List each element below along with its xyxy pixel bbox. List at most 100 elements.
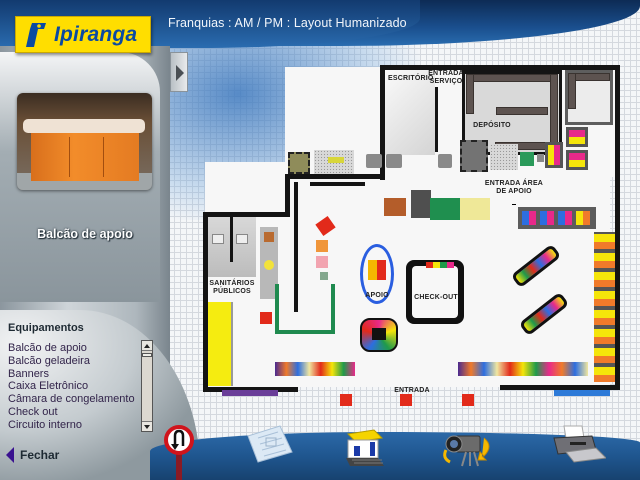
green-unit xyxy=(520,152,534,166)
back-counter xyxy=(314,150,354,174)
yellow-unit xyxy=(328,157,344,163)
wall xyxy=(230,217,233,262)
photo-door xyxy=(103,137,104,177)
yellow-wall-panel xyxy=(208,302,233,386)
crate-rack xyxy=(566,127,588,147)
red-bin xyxy=(260,312,272,324)
kitchen-unit xyxy=(264,232,274,242)
label-entrada: ENTRADA xyxy=(394,387,430,394)
list-item[interactable]: Check out xyxy=(8,405,58,418)
return-button[interactable] xyxy=(164,424,194,480)
ice-machine xyxy=(288,152,310,174)
ipiranga-logo: Ipiranga xyxy=(15,16,151,53)
gray-box xyxy=(366,154,382,168)
photo-counter-top xyxy=(23,119,145,133)
office-room xyxy=(385,70,435,155)
cooler xyxy=(411,190,431,218)
blueprint-icon xyxy=(247,425,293,463)
storage-shelf xyxy=(466,74,474,114)
wall xyxy=(380,65,385,180)
printer-icon xyxy=(553,425,608,463)
front-display xyxy=(458,362,588,376)
3d-room-icon xyxy=(346,429,384,466)
back-triangle-icon xyxy=(6,447,14,463)
ipiranga-mark-icon xyxy=(26,23,46,47)
crate-rack xyxy=(545,142,563,168)
blue-mat xyxy=(554,390,610,396)
orange-fixture xyxy=(316,240,328,252)
storage-shelf xyxy=(496,107,548,115)
equipment-photo xyxy=(17,93,152,190)
rack-cell xyxy=(576,211,590,225)
blueprint-button[interactable] xyxy=(244,424,294,464)
close-button[interactable]: Fechar xyxy=(6,446,59,464)
sink-icon xyxy=(236,234,248,244)
logo-text: Ipiranga xyxy=(54,23,138,46)
label-deposito: DEPÓSITO xyxy=(473,122,511,129)
gondola-center xyxy=(372,328,386,340)
label-entrada-apoio: ENTRADA ÁREA DE APOIO xyxy=(484,180,544,195)
list-item[interactable]: Balcão de apoio xyxy=(8,342,87,354)
apoio-counter[interactable] xyxy=(368,260,386,280)
panel-toggle-button[interactable] xyxy=(170,52,188,92)
entry-pillar xyxy=(400,394,412,406)
checkout-inner xyxy=(412,266,458,318)
rack-cell xyxy=(540,211,554,225)
wall xyxy=(435,87,438,152)
page-title: Franquias : AM / PM : Layout Humanizado xyxy=(168,16,407,30)
rack-cell xyxy=(522,211,536,225)
counter xyxy=(490,144,518,170)
kitchen-unit xyxy=(264,260,274,270)
return-sign-icon xyxy=(164,425,194,480)
list-item[interactable]: Caixa Eletrônico xyxy=(8,380,89,393)
cold-room-shelf xyxy=(568,73,576,109)
purple-mat xyxy=(222,390,278,396)
storage-shelf xyxy=(466,74,556,82)
wall xyxy=(203,212,290,217)
3d-room-button[interactable] xyxy=(344,428,384,468)
wall xyxy=(285,174,290,214)
rack-cell xyxy=(558,211,572,225)
pink-fixture xyxy=(316,256,328,268)
gray-unit xyxy=(537,154,544,162)
label-sanitarios: SANITÁRIOS PÚBLICOS xyxy=(209,280,255,295)
photo-door xyxy=(69,137,70,177)
crate-rack xyxy=(566,150,588,170)
video-camera-icon xyxy=(443,435,490,467)
checkout-products xyxy=(426,262,454,268)
list-item[interactable]: Câmara de congelamento xyxy=(8,393,135,406)
label-checkout: CHECK-OUT xyxy=(414,294,458,301)
wall xyxy=(500,385,620,390)
list-item[interactable]: Banners xyxy=(8,367,49,380)
front-display xyxy=(275,362,355,376)
equipment-list: Balcão de apoio Balcão geladeira Banners… xyxy=(8,342,138,430)
wall-coolers xyxy=(594,232,615,382)
print-button[interactable] xyxy=(552,424,608,464)
scroll-thumb[interactable] xyxy=(142,353,152,357)
list-item[interactable]: Circuito interno xyxy=(8,418,82,430)
video-button[interactable] xyxy=(440,428,496,468)
label-escritorio: ESCRITÓRIO xyxy=(388,75,434,82)
entry-pillar xyxy=(340,394,352,406)
storage-shelf xyxy=(550,74,558,149)
photo-caption: Balcão de apoio xyxy=(37,227,133,241)
scroll-down-arrow-icon[interactable] xyxy=(142,421,152,431)
scroll-up-arrow-icon[interactable] xyxy=(142,341,152,351)
freezer xyxy=(460,140,488,172)
label-apoio: APOIO xyxy=(365,292,389,299)
list-item[interactable]: Balcão geladeira xyxy=(8,354,90,367)
label-entrada-servico: ENTRADA SERVIÇO xyxy=(428,70,464,85)
wall xyxy=(380,65,620,70)
brown-fixture xyxy=(384,198,406,216)
apoio-highlight[interactable] xyxy=(360,244,394,304)
wall xyxy=(203,212,208,392)
wall xyxy=(294,182,298,312)
wall xyxy=(310,182,365,186)
cold-display xyxy=(430,198,490,220)
wall xyxy=(615,65,620,390)
wall xyxy=(203,387,298,392)
equipment-scrollbar[interactable] xyxy=(141,340,153,432)
equipment-title: Equipamentos xyxy=(8,322,84,334)
entry-pillar xyxy=(462,394,474,406)
